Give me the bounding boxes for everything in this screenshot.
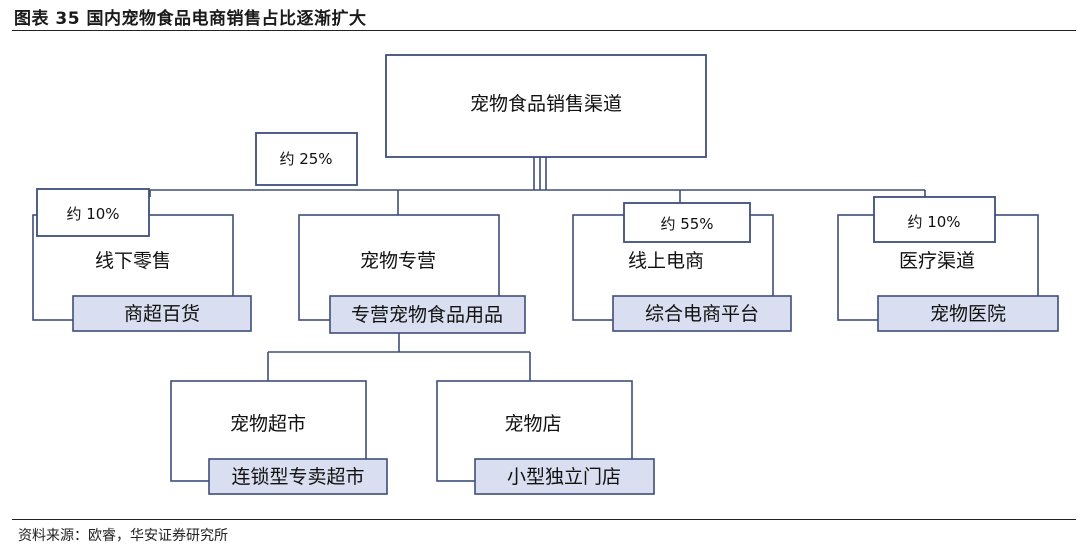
channel-label: 宠物专营: [360, 250, 436, 272]
channel-pet-specialty: 宠物专营 专营宠物食品用品: [298, 214, 526, 334]
source-note: 资料来源：欧睿，华安证券研究所: [18, 528, 228, 544]
share-box: [873, 196, 996, 243]
root-connector: [533, 157, 547, 190]
channel-offline-retail: 约 10% 线下零售 商超百货: [32, 188, 252, 332]
specialty-pet-store: 宠物店 小型独立门店: [436, 380, 655, 495]
channel-drops: [149, 190, 926, 215]
sub-label: 专营宠物食品用品: [351, 304, 503, 326]
sub-box: [877, 295, 1059, 332]
share-box: [623, 202, 751, 243]
sub-label: 商超百货: [124, 303, 200, 325]
channel-label: 线上电商: [628, 250, 704, 272]
share-label: 约 10%: [907, 213, 960, 231]
child-sub-label: 小型独立门店: [507, 466, 621, 488]
top-divider: [12, 30, 1076, 31]
sub-box: [72, 295, 252, 332]
sub-box: [612, 295, 792, 332]
bottom-divider: [12, 519, 1076, 520]
child-label: 宠物超市: [230, 413, 306, 435]
channel-label: 线下零售: [95, 250, 171, 272]
child-sub-label: 连锁型专卖超市: [231, 466, 364, 488]
root-share-label: 约 25%: [279, 150, 332, 168]
channel-online-ecommerce: 约 55% 线上电商 综合电商平台: [572, 202, 792, 332]
share-label: 约 55%: [660, 215, 713, 233]
root-box: [385, 54, 707, 158]
root-label: 宠物食品销售渠道: [470, 93, 622, 115]
connectors: [149, 157, 926, 381]
specialty-pet-supermarket: 宠物超市 连锁型专卖超市: [170, 380, 388, 495]
channel-medical: 约 10% 医疗渠道 宠物医院: [837, 196, 1059, 332]
sub-box: [329, 295, 526, 334]
share-box: [36, 188, 150, 237]
child-label: 宠物店: [504, 413, 561, 435]
root-share-box: [255, 132, 358, 186]
sub-label: 综合电商平台: [645, 303, 759, 325]
channel-label: 医疗渠道: [899, 250, 975, 272]
specialty-connector: [267, 333, 531, 381]
sub-label: 宠物医院: [930, 303, 1006, 325]
child-sub-box: [208, 458, 388, 495]
figure-title: 图表 35 国内宠物食品电商销售占比逐渐扩大: [14, 9, 367, 29]
share-label: 约 10%: [66, 205, 119, 223]
child-sub-box: [474, 458, 655, 495]
